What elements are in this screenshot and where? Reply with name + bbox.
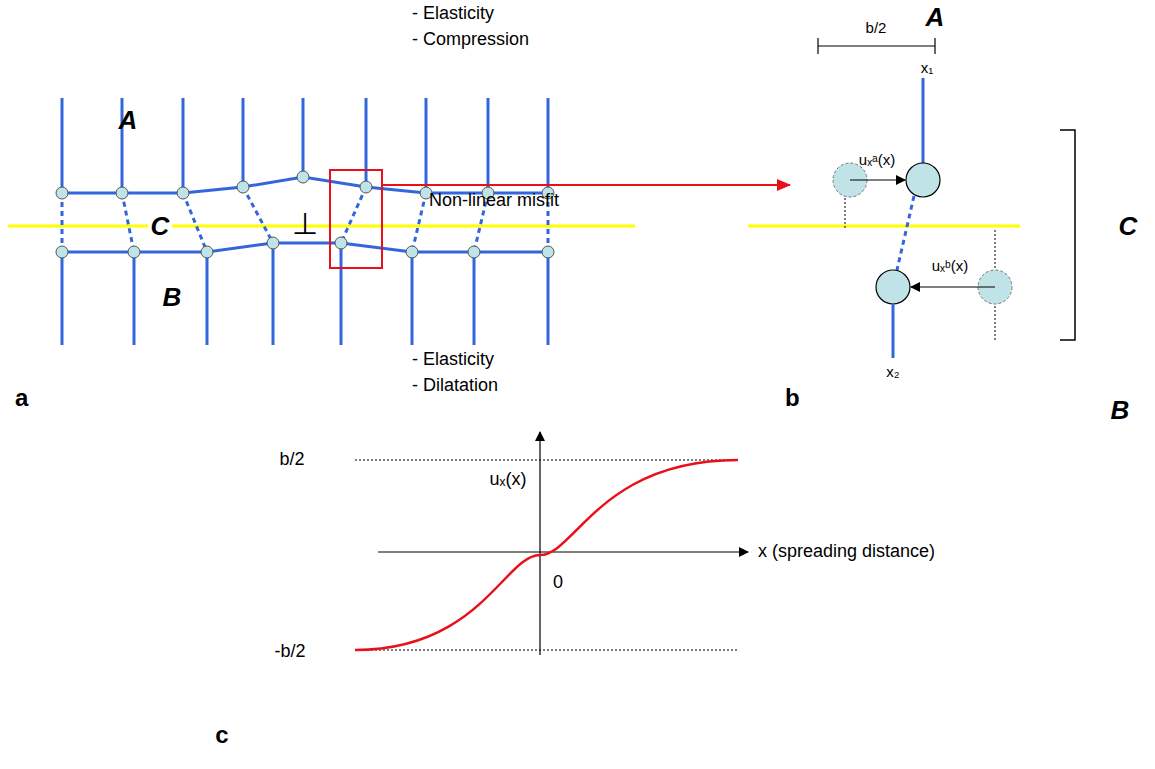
axis-label: x₂ (886, 364, 899, 381)
axis-label: x (spreading distance) (758, 542, 935, 562)
property-note: - Dilatation (412, 376, 498, 396)
panel-letter: b (785, 385, 800, 411)
region-label: B (1111, 396, 1130, 425)
region-label: A (119, 106, 138, 135)
dimension-label: b/2 (866, 20, 887, 37)
region-label: B (163, 283, 182, 312)
displacement-label: uₓᵇ(x) (932, 258, 968, 275)
panel-letter: c (215, 722, 228, 748)
axis-value: b/2 (279, 450, 304, 470)
region-label: C (148, 212, 173, 241)
dislocation-symbol: ⊥ (292, 207, 318, 240)
property-note: - Compression (412, 30, 529, 50)
axis-value: 0 (553, 573, 563, 593)
region-label: A (926, 3, 945, 32)
axis-label: uₓ(x) (490, 470, 527, 490)
property-note: - Elasticity (412, 4, 494, 24)
panel-letter: a (15, 385, 28, 411)
axis-value: -b/2 (274, 642, 305, 662)
property-note: - Elasticity (412, 350, 494, 370)
displacement-label: uₓᵃ(x) (859, 152, 895, 169)
arrow-label: Non-linear misfit (429, 191, 559, 211)
axis-label: x₁ (921, 60, 934, 77)
region-label: C (1119, 212, 1138, 241)
